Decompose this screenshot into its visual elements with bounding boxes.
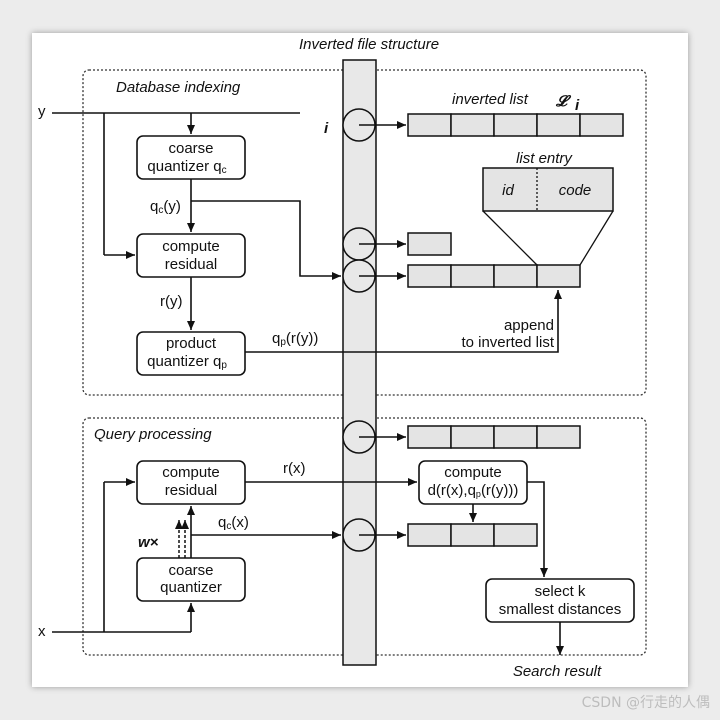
inverted-list-subscript: i — [575, 97, 580, 114]
compute-residual-db-line2: residual — [165, 256, 218, 273]
append-line1: append — [504, 317, 554, 334]
qp-ry-label: qp(r(y)) — [272, 330, 318, 348]
list-entry-code: code — [559, 182, 592, 199]
ivf-diagram: Inverted file structure Database indexin… — [38, 36, 647, 680]
product-quantizer-line1: product — [166, 335, 217, 352]
pq-to-append — [245, 290, 562, 353]
qc-y-label: qc(y) — [150, 198, 181, 216]
compute-residual-db-line1: compute — [162, 238, 220, 255]
r-y-label: r(y) — [160, 293, 183, 310]
distance-to-select — [527, 481, 548, 577]
inverted-list-i — [407, 113, 624, 137]
zoom-line-left — [482, 210, 538, 266]
inverted-list-target — [407, 264, 581, 288]
compute-distance-line2: d(r(x),qp(r(y))) — [428, 482, 519, 499]
search-result-label: Search result — [513, 663, 602, 680]
query-processing-label: Query processing — [94, 426, 212, 443]
compute-residual-q-line1: compute — [162, 464, 220, 481]
list-entry-box — [482, 167, 614, 212]
list-entry-id: id — [502, 182, 514, 199]
inverted-list-short — [407, 232, 452, 256]
coarse-quantizer-db-line2: quantizer qc — [147, 158, 226, 176]
compute-residual-q-line2: residual — [165, 482, 218, 499]
w-times-label: w× — [138, 534, 159, 551]
list-entry-label: list entry — [516, 150, 573, 167]
zoom-line-right — [579, 210, 614, 266]
coarse-quantizer-db-line1: coarse — [168, 140, 213, 157]
inverted-list-symbol: 𝓛 — [555, 93, 572, 110]
inverted-file-column — [342, 59, 377, 666]
inverted-list-label: inverted list — [452, 91, 529, 108]
inverted-list-query-a — [407, 425, 581, 449]
product-quantizer-line2: quantizer qp — [147, 353, 227, 371]
watermark: CSDN @行走的人偶 — [581, 695, 710, 711]
product-quantizer-box — [136, 331, 246, 376]
index-i: i — [324, 120, 329, 137]
select-k-line1: select k — [535, 583, 586, 600]
coarse-quantizer-q-line2: quantizer — [160, 579, 222, 596]
input-y: y — [38, 103, 46, 120]
diagram-card: Inverted file structure Database indexin… — [32, 33, 688, 687]
select-k-line2: smallest distances — [499, 601, 622, 618]
r-x-label: r(x) — [283, 460, 306, 477]
qc-x-label: qc(x) — [218, 514, 249, 532]
qc-to-list — [191, 200, 341, 280]
append-line2: to inverted list — [461, 334, 554, 351]
diagram-title: Inverted file structure — [299, 36, 439, 53]
input-x: x — [38, 623, 46, 640]
database-indexing-label: Database indexing — [116, 79, 241, 96]
coarse-quantizer-q-line1: coarse — [168, 562, 213, 579]
inverted-list-query-b — [407, 523, 538, 547]
compute-distance-line1: compute — [444, 464, 502, 481]
